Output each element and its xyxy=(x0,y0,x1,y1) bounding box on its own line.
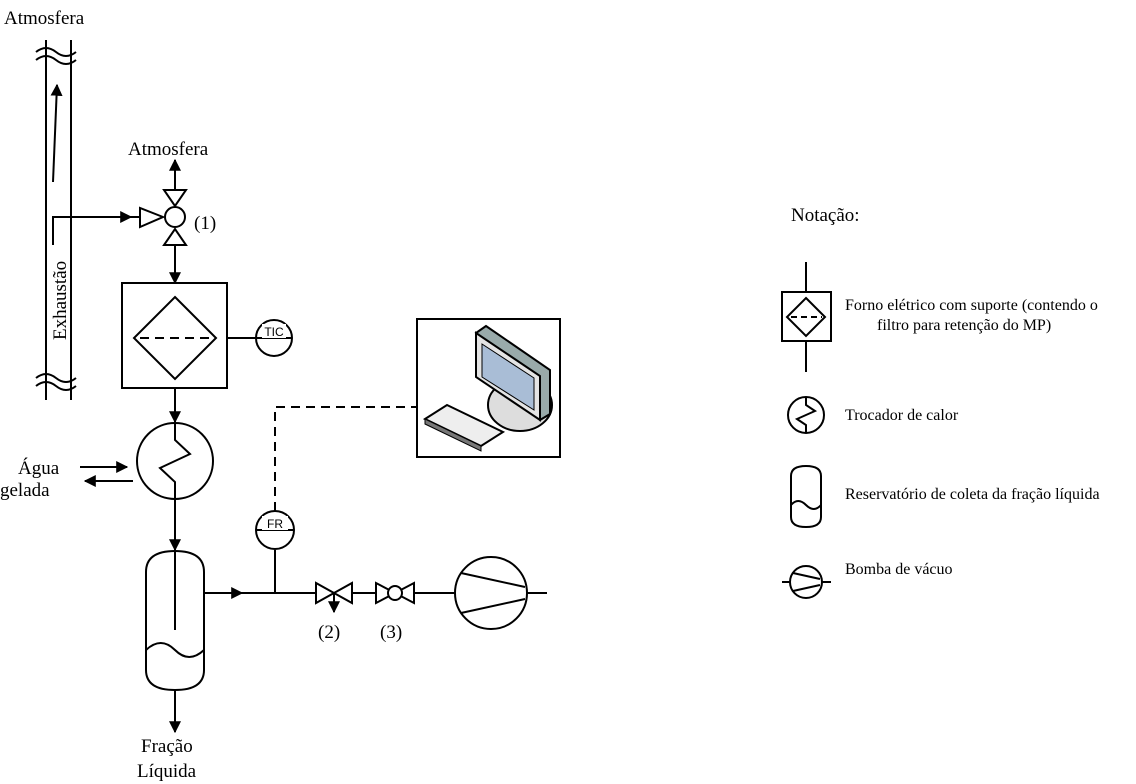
legend-oven-symbol xyxy=(781,262,832,372)
water-label-1: Água xyxy=(18,457,60,479)
legend-heat-exchanger-symbol xyxy=(787,396,825,434)
legend-reservoir-text: Reservatório de coleta da fração líquida xyxy=(845,486,1100,503)
fr-instrument: FR xyxy=(255,510,295,550)
legend-title: Notação: xyxy=(791,205,860,226)
signal-line xyxy=(274,406,417,511)
heat-exchanger xyxy=(136,422,214,500)
tic-label: TIC xyxy=(264,325,284,339)
computer xyxy=(416,318,561,458)
valve-2 xyxy=(315,581,353,614)
valve-3-label: (3) xyxy=(380,622,402,643)
atmosphere-top-label: Atmosfera xyxy=(4,8,85,29)
legend-vacuum-pump-text: Bomba de vácuo xyxy=(845,561,953,578)
valve-3 xyxy=(375,581,415,605)
exhaust-to-valve-line xyxy=(52,211,133,245)
legend-heat-exchanger-text: Trocador de calor xyxy=(845,407,959,424)
atmosphere-valve-label: Atmosfera xyxy=(128,139,209,160)
fr-label: FR xyxy=(267,517,283,531)
liquid-label-2: Líquida xyxy=(137,761,197,782)
exhaust-label: Exhaustão xyxy=(50,261,71,340)
legend-oven-text-2: filtro para retenção do MP) xyxy=(877,317,1051,334)
liquid-label-1: Fração xyxy=(141,736,193,757)
exhaust-duct xyxy=(35,40,77,400)
legend-oven-text-1: Forno elétrico com suporte (contendo o xyxy=(845,297,1098,314)
electric-oven xyxy=(121,282,228,389)
exhaust-flow-arrow xyxy=(50,83,63,183)
legend-reservoir-symbol xyxy=(790,464,822,529)
tic-instrument: TIC xyxy=(255,319,293,357)
vacuum-pump xyxy=(454,556,547,630)
three-way-valve-1 xyxy=(139,158,188,246)
valve-2-label: (2) xyxy=(318,622,340,643)
liquid-reservoir xyxy=(145,549,205,692)
legend-vacuum-pump-symbol xyxy=(782,565,831,599)
water-label-2: gelada xyxy=(0,480,50,501)
valve-1-label: (1) xyxy=(194,213,216,234)
